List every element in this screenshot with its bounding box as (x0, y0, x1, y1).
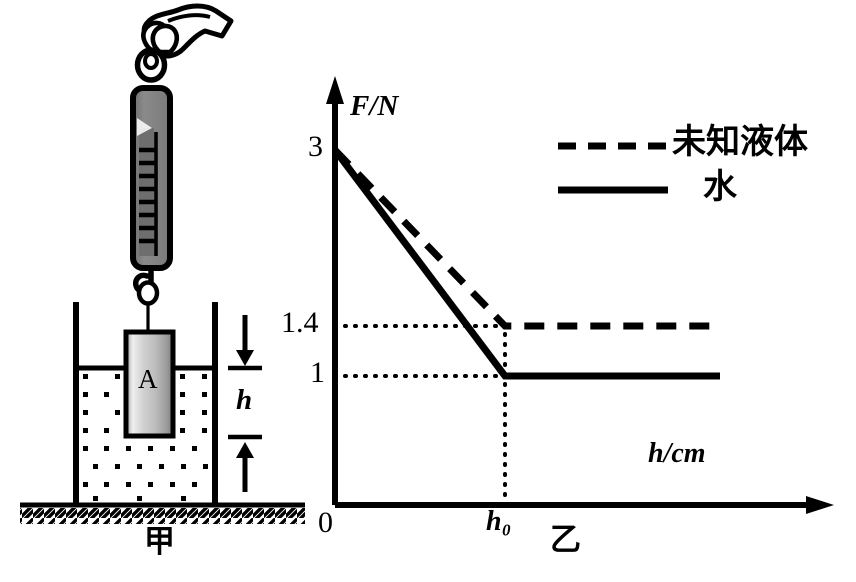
x-tick-label-h0: h₀ (486, 506, 512, 537)
x-axis-arrow (806, 496, 834, 514)
hand-icon (141, 3, 234, 59)
legend-swatches (558, 142, 668, 194)
height-arrow-down (236, 315, 254, 366)
y-tick-label-1: 1 (310, 356, 325, 389)
apparatus-panel: A h 甲 (0, 0, 320, 582)
graph-panel: F/N h/cm 3 1.4 1 0 h₀ 未知液体 水 乙 (281, 0, 856, 582)
y-axis-title: F/N (350, 90, 399, 122)
series-water (332, 147, 720, 380)
beaker (73, 302, 218, 505)
right-panel-caption: 乙 (550, 522, 581, 558)
spring-scale (130, 85, 173, 271)
scale-ring (134, 47, 168, 83)
left-panel-caption: 甲 (144, 524, 175, 560)
legend-label-water: 水 (703, 167, 737, 207)
liquid-dots (83, 374, 208, 501)
y-tick-label-3: 3 (308, 130, 323, 163)
x-axis-title: h/cm (648, 438, 706, 469)
force-depth-chart (326, 76, 834, 514)
block-suspension (136, 280, 160, 332)
legend-label-unknown-liquid: 未知液体 (672, 122, 808, 162)
y-axis-arrow (326, 76, 344, 104)
y-tick-label-1p4: 1.4 (281, 306, 319, 339)
series-unknown-liquid (332, 147, 720, 330)
chart-guide-lines (333, 314, 507, 507)
height-dimension (228, 315, 262, 492)
height-label: h (236, 384, 253, 416)
scale-ticks (139, 147, 156, 244)
block-label: A (138, 364, 158, 394)
chart-axes (326, 76, 834, 514)
height-arrow-up (236, 442, 254, 492)
apparatus-drawing (20, 3, 305, 524)
x-tick-label-0: 0 (318, 506, 333, 539)
ground (20, 502, 305, 524)
block-a (123, 329, 176, 439)
